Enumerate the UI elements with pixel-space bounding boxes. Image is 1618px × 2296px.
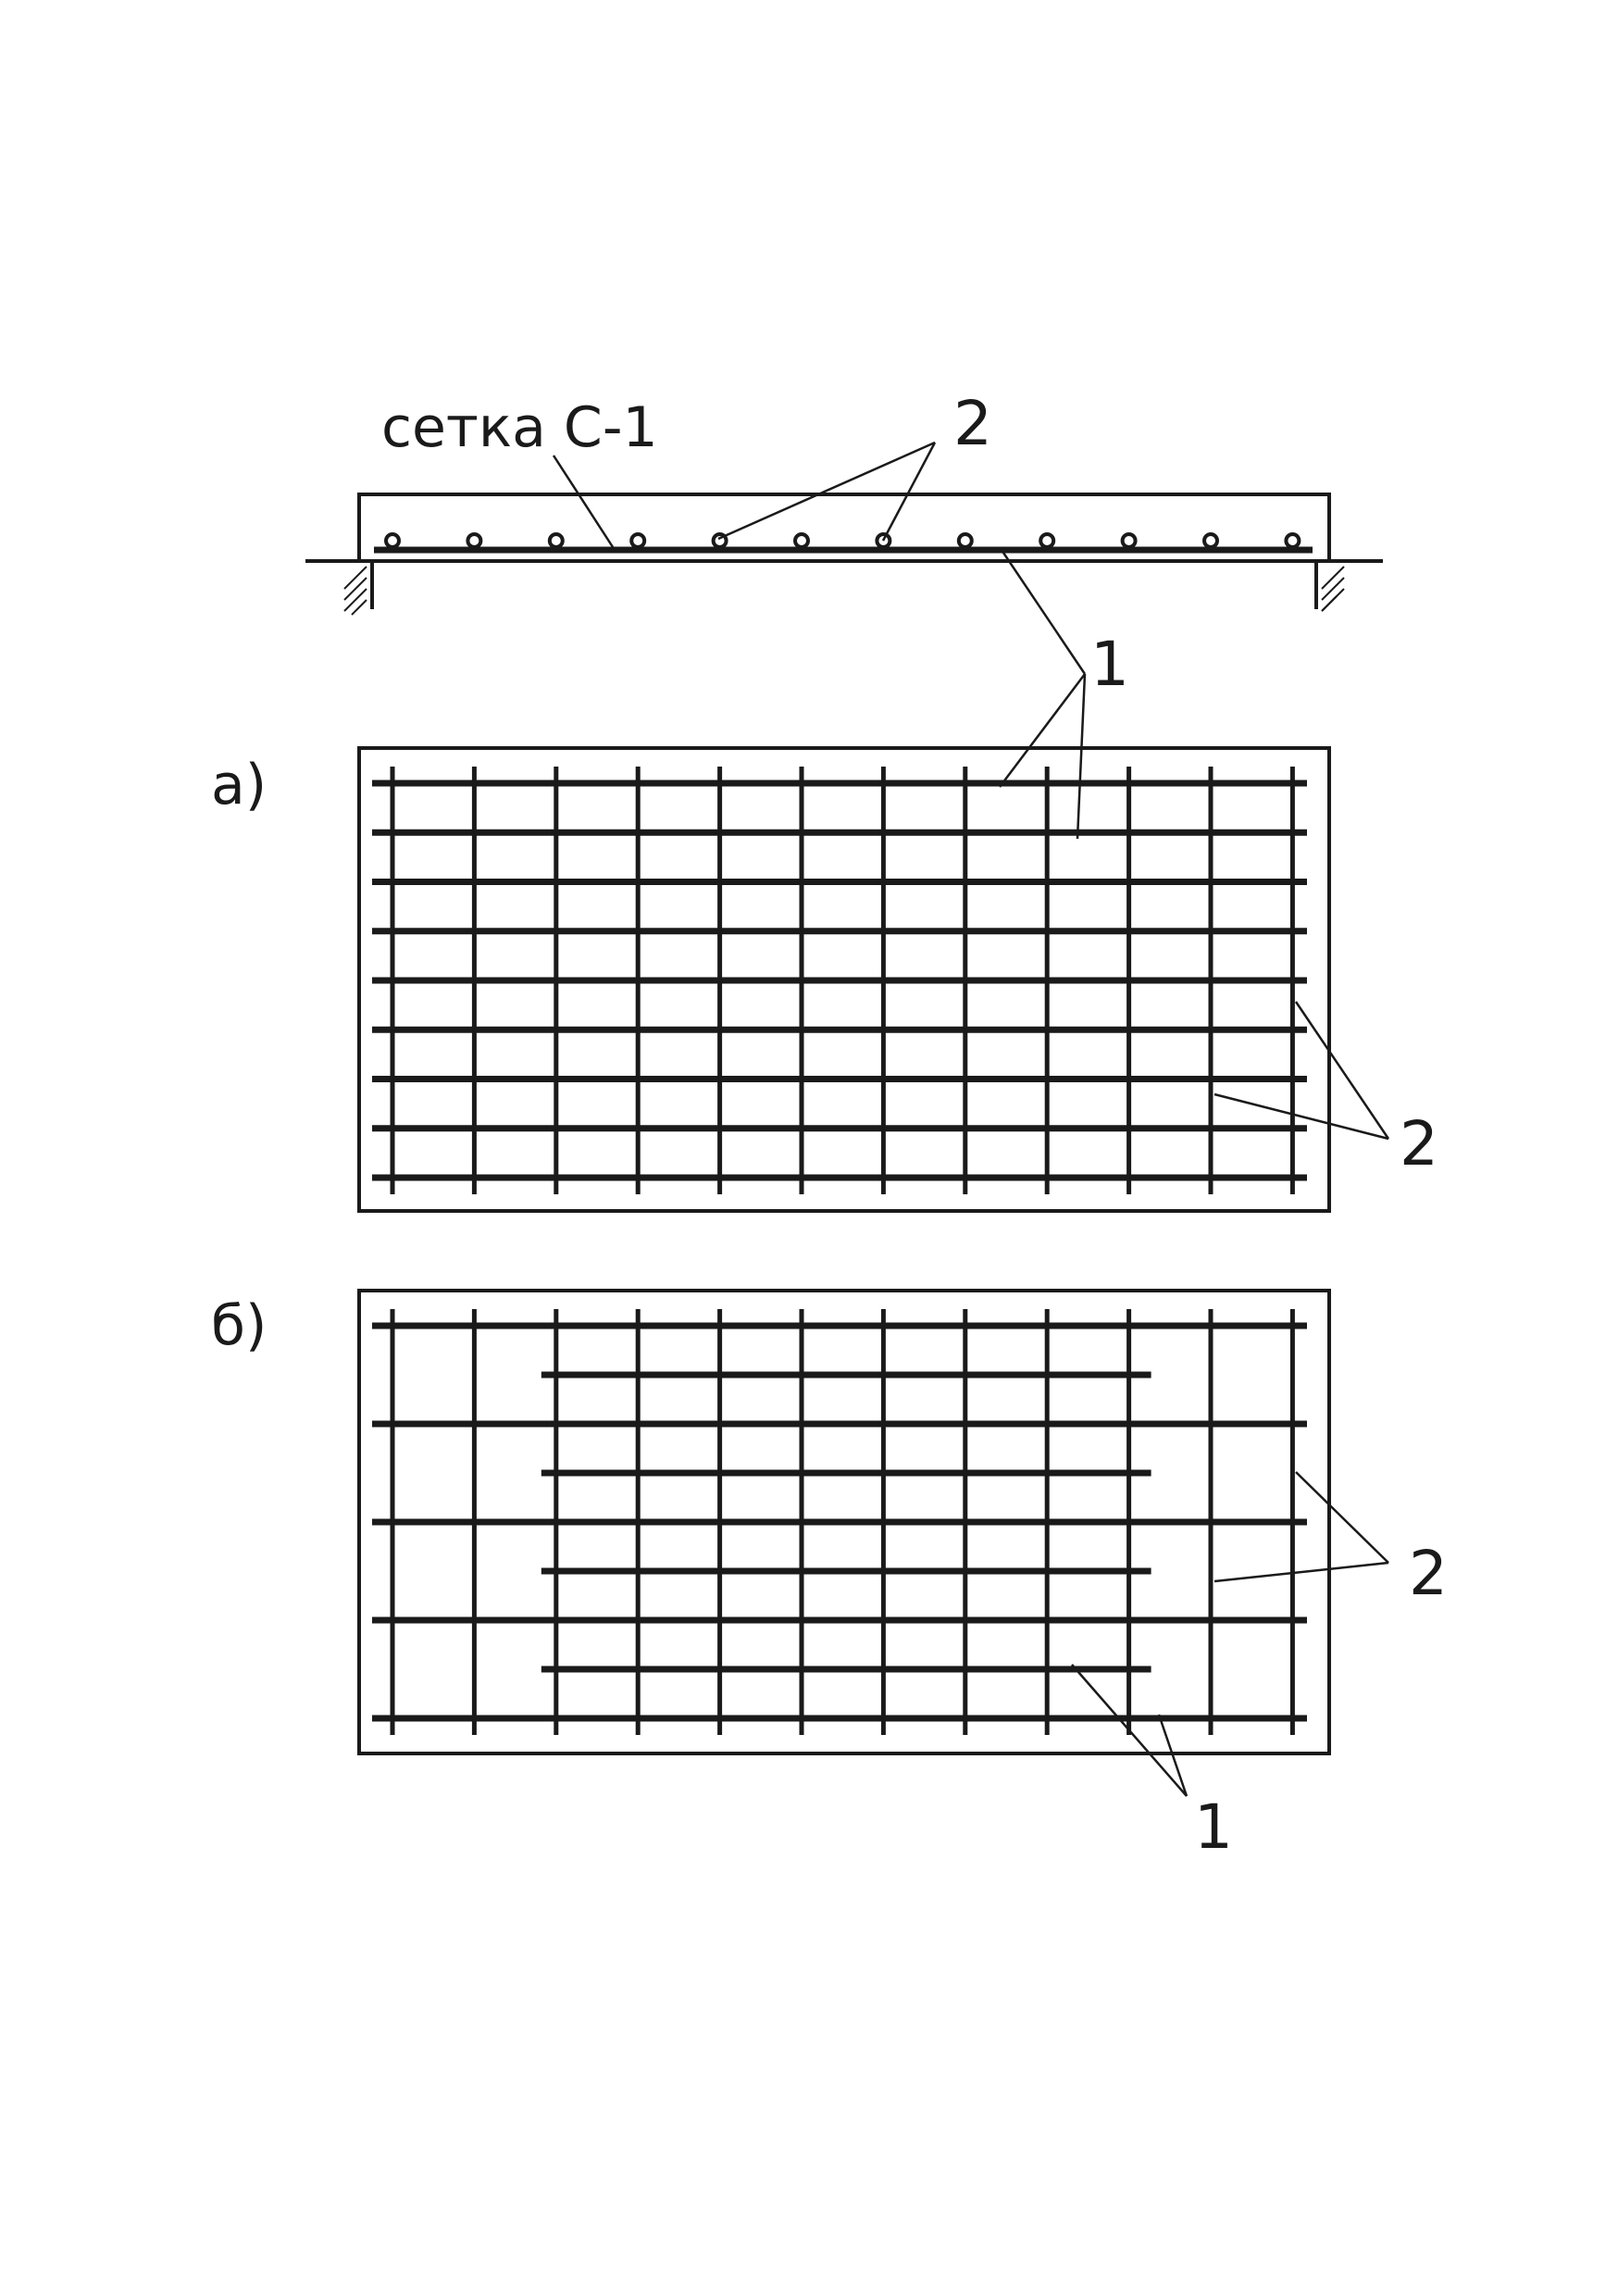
section-bar-11 xyxy=(1202,532,1219,549)
bar-callout-section: 2 xyxy=(953,388,992,459)
plan-view-a: а) 2 xyxy=(211,746,1438,1213)
slab-plan-b xyxy=(357,1289,1331,1755)
view-b-label: б) xyxy=(211,1293,267,1358)
slab-plan-a xyxy=(357,746,1331,1213)
right-support-hatch xyxy=(1321,566,1345,612)
bar-callout-b: 2 xyxy=(1409,1538,1448,1609)
section-bar-2 xyxy=(466,532,483,549)
section-bar-8 xyxy=(956,532,974,549)
bar-leader-b-2 xyxy=(1214,1561,1389,1583)
mesh-label-leader xyxy=(552,455,616,551)
bar-callout-a: 2 xyxy=(1400,1108,1438,1179)
wire-leader-b-1 xyxy=(1071,1664,1188,1797)
section-bar-10 xyxy=(1120,532,1138,549)
plan-view-b: б) 2 1 xyxy=(211,1289,1448,1863)
left-support-hatch xyxy=(343,566,367,616)
section-bars xyxy=(384,532,1301,549)
mesh-grid-b xyxy=(372,1309,1307,1735)
section-bar-9 xyxy=(1039,532,1056,549)
mesh-label: сетка С-1 xyxy=(381,395,658,460)
wire-leader-b-2 xyxy=(1157,1714,1189,1797)
section-bar-1 xyxy=(384,532,401,549)
section-bar-6 xyxy=(793,532,810,549)
bar-leader-a-2 xyxy=(1214,1092,1389,1141)
wire-callout-b: 1 xyxy=(1194,1791,1233,1863)
bar-leader-b-1 xyxy=(1295,1471,1389,1564)
wire-leader-2 xyxy=(999,673,1086,788)
mesh-grid-a xyxy=(372,767,1307,1194)
wire-leader-3 xyxy=(1076,673,1087,840)
section-bar-12 xyxy=(1284,532,1301,549)
bar-leader-a-1 xyxy=(1294,1001,1390,1140)
bar-leader-1 xyxy=(717,441,936,541)
wire-callout-section: 1 xyxy=(1090,629,1129,700)
wire-leader-1 xyxy=(1000,549,1087,675)
view-a-label: а) xyxy=(211,753,267,817)
section-view: сетка С-1 2 1 xyxy=(305,388,1383,840)
section-bar-4 xyxy=(629,532,647,549)
bar-leader-2 xyxy=(881,442,937,542)
section-bar-3 xyxy=(547,532,565,549)
